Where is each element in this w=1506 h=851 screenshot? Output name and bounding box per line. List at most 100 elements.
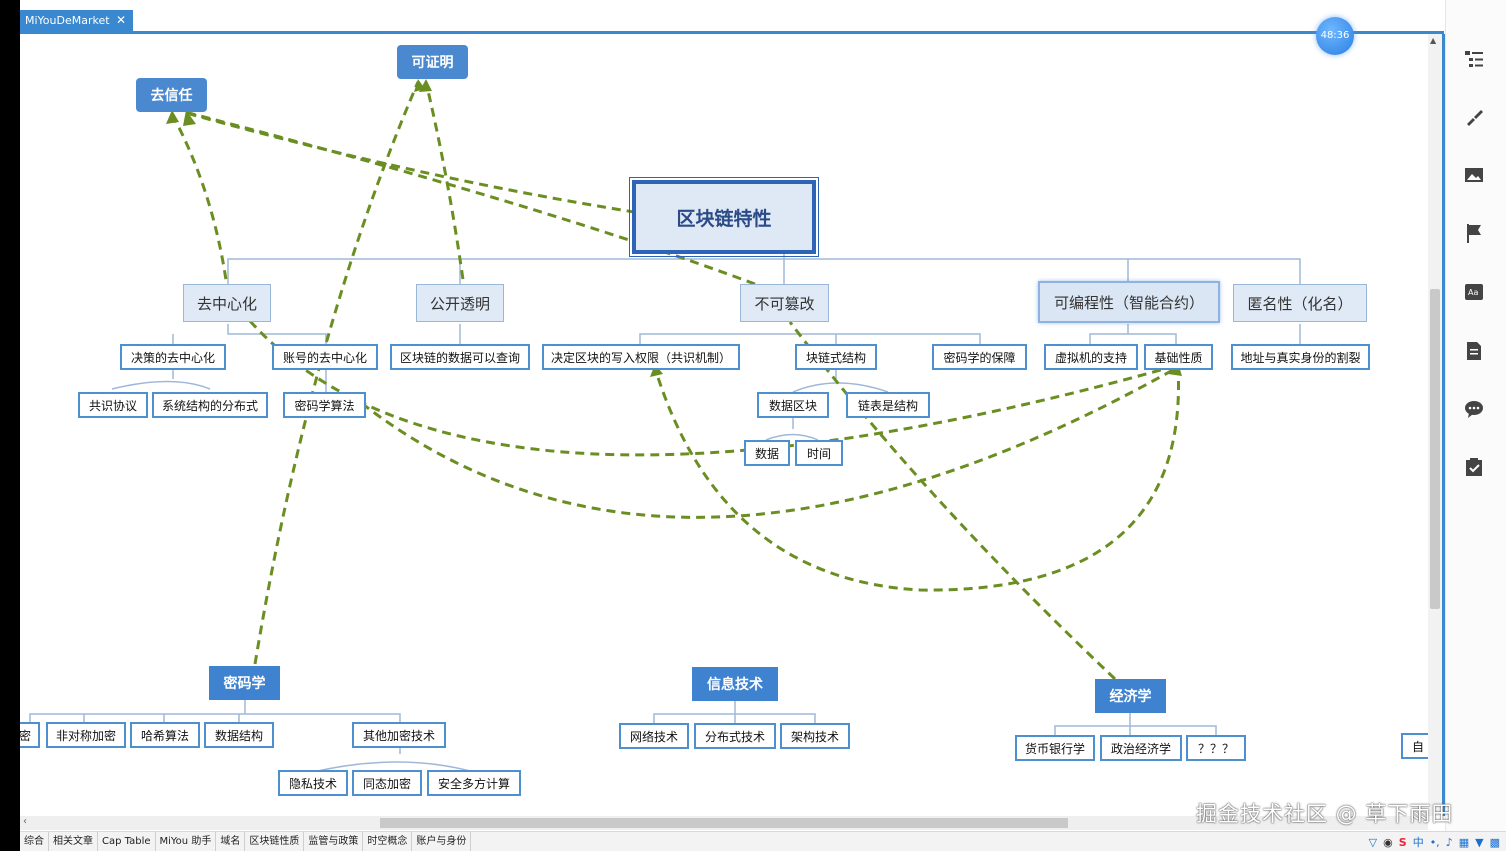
- feature-label: 去中心化: [196, 294, 257, 313]
- punctuation-indicator[interactable]: •,: [1429, 835, 1440, 849]
- econ-item-political[interactable]: 政治经济学: [1100, 735, 1182, 761]
- keyboard-icon[interactable]: ▦: [1458, 835, 1470, 849]
- sheet-tab[interactable]: 综合: [20, 832, 49, 851]
- sheet-tab[interactable]: 时空概念: [363, 832, 413, 851]
- scroll-up-icon[interactable]: ▲: [1430, 36, 1437, 45]
- econ-item-monetary[interactable]: 货币银行学: [1015, 735, 1095, 761]
- mindmap-canvas[interactable]: 区块链特性 去信任 可证明 去中心化 公开透明 不可篡改 可编程性（智能合约） …: [20, 34, 1428, 816]
- sub-vm-support[interactable]: 虚拟机的支持: [1044, 344, 1138, 370]
- sheet-tab[interactable]: Cap Table: [98, 832, 156, 851]
- root-node[interactable]: 区块链特性: [629, 177, 819, 257]
- feature-label: 匿名性（化名）: [1247, 294, 1353, 313]
- edge-node[interactable]: 自: [1401, 733, 1428, 759]
- feature-immutability[interactable]: 不可篡改: [740, 284, 829, 322]
- ime-logo-icon[interactable]: S: [1398, 835, 1407, 849]
- discipline-information-tech[interactable]: 信息技术: [692, 667, 778, 701]
- feature-programmability[interactable]: 可编程性（智能合约）: [1038, 281, 1220, 323]
- crypto-item-hash[interactable]: 哈希算法: [130, 722, 200, 748]
- close-icon[interactable]: ✕: [115, 13, 126, 27]
- microphone-icon[interactable]: ♪: [1445, 835, 1453, 849]
- sheet-tab[interactable]: 域名: [216, 832, 246, 851]
- crypto-item-cut[interactable]: 密: [20, 722, 40, 748]
- sub-data[interactable]: 数据: [744, 440, 790, 466]
- node-label: 账号的去中心化: [282, 350, 367, 365]
- sub-ledger-decentral[interactable]: 账号的去中心化: [272, 344, 378, 370]
- feature-anonymity[interactable]: 匿名性（化名）: [1233, 284, 1367, 322]
- flag-icon[interactable]: [1458, 217, 1490, 249]
- eye-icon[interactable]: ◉: [1383, 835, 1393, 849]
- node-label: 隐私技术: [288, 776, 337, 791]
- node-label: 数据区块: [768, 398, 817, 413]
- sheet-tab[interactable]: MiYou 助手: [156, 832, 217, 851]
- infotech-item-network[interactable]: 网络技术: [619, 723, 689, 749]
- ime-language[interactable]: 中: [1412, 836, 1424, 849]
- sheet-tab[interactable]: 监管与政策: [304, 832, 364, 851]
- econ-item-unknown[interactable]: ？？？: [1186, 735, 1246, 761]
- node-label: 链表是结构: [857, 398, 918, 413]
- sub-consensus[interactable]: 共识协议: [78, 392, 148, 418]
- sub-distributed-arch[interactable]: 系统结构的分布式: [152, 392, 268, 418]
- sub-crypto-guarantee[interactable]: 密码学的保障: [932, 344, 1027, 370]
- node-label: 货币银行学: [1024, 741, 1085, 756]
- comment-icon[interactable]: [1458, 393, 1490, 425]
- node-label: 数据结构: [214, 728, 263, 743]
- sub-write-permission[interactable]: 决定区块的写入权限（共识机制）: [542, 344, 740, 370]
- feature-decentralization[interactable]: 去中心化: [183, 284, 271, 322]
- scroll-left-icon[interactable]: ‹: [23, 816, 27, 827]
- image-icon[interactable]: [1458, 159, 1490, 191]
- horizontal-scroll-thumb[interactable]: [380, 818, 1068, 828]
- node-label: 密码学算法: [294, 398, 355, 413]
- text-style-icon[interactable]: Aa: [1458, 276, 1490, 308]
- discipline-economics[interactable]: 经济学: [1095, 679, 1166, 713]
- sheet-tab[interactable]: 区块链性质: [245, 832, 305, 851]
- horizontal-scrollbar[interactable]: ‹: [20, 816, 1428, 830]
- crypto-sub-mpc[interactable]: 安全多方计算: [427, 770, 521, 796]
- infotech-item-architecture[interactable]: 架构技术: [780, 723, 850, 749]
- document-tab[interactable]: MiYouDeMarket ✕: [20, 10, 133, 31]
- brush-icon[interactable]: [1458, 101, 1490, 133]
- sub-data-query[interactable]: 区块链的数据可以查询: [390, 344, 530, 370]
- node-label: 密: [20, 728, 31, 743]
- goal-trustless[interactable]: 去信任: [136, 78, 207, 112]
- feature-label: 可编程性（智能合约）: [1053, 293, 1204, 312]
- sub-linked-list[interactable]: 链表是结构: [846, 392, 930, 418]
- vertical-scroll-thumb[interactable]: [1430, 289, 1440, 609]
- sub-address-identity[interactable]: 地址与真实身份的割裂: [1231, 344, 1370, 370]
- discipline-cryptography[interactable]: 密码学: [209, 666, 280, 700]
- node-label: 系统结构的分布式: [161, 398, 258, 413]
- sheet-tab[interactable]: 相关文章: [49, 832, 98, 851]
- node-label: 密码学的保障: [943, 350, 1016, 365]
- goal-provable[interactable]: 可证明: [397, 45, 468, 79]
- node-label: 块链式结构: [805, 350, 866, 365]
- crypto-item-asymmetric[interactable]: 非对称加密: [46, 722, 126, 748]
- canvas-right-border: [1442, 34, 1445, 816]
- node-label: 数据: [754, 446, 779, 461]
- sub-decision-decentral[interactable]: 决策的去中心化: [120, 344, 226, 370]
- crypto-item-other[interactable]: 其他加密技术: [352, 722, 446, 748]
- sub-crypto-algo[interactable]: 密码学算法: [283, 392, 366, 418]
- vertical-scrollbar[interactable]: ▲: [1428, 34, 1442, 816]
- crypto-sub-privacy[interactable]: 隐私技术: [278, 770, 348, 796]
- node-label: 网络技术: [629, 729, 678, 744]
- outline-icon[interactable]: [1458, 43, 1490, 75]
- svg-text:Aa: Aa: [1468, 288, 1478, 297]
- note-icon[interactable]: [1458, 335, 1490, 367]
- crypto-item-data-structure[interactable]: 数据结构: [204, 722, 274, 748]
- node-label: 政治经济学: [1110, 741, 1171, 756]
- filter-icon[interactable]: ▽: [1368, 835, 1378, 849]
- infotech-item-distributed[interactable]: 分布式技术: [694, 723, 776, 749]
- sheet-tab[interactable]: 账户与身份: [412, 832, 472, 851]
- shirt-icon[interactable]: ▼: [1475, 835, 1484, 849]
- crypto-sub-homomorphic[interactable]: 同态加密: [352, 770, 422, 796]
- node-label: ？？？: [1197, 741, 1234, 756]
- sub-basic-nature[interactable]: 基础性质: [1144, 344, 1213, 370]
- sub-chain-struct[interactable]: 块链式结构: [795, 344, 877, 370]
- sub-time[interactable]: 时间: [795, 440, 843, 466]
- sub-data-block[interactable]: 数据区块: [757, 392, 829, 418]
- grid-icon[interactable]: ▩: [1489, 835, 1500, 849]
- feature-transparency[interactable]: 公开透明: [416, 284, 504, 322]
- node-label: 基础性质: [1154, 350, 1203, 365]
- task-icon[interactable]: [1458, 451, 1490, 483]
